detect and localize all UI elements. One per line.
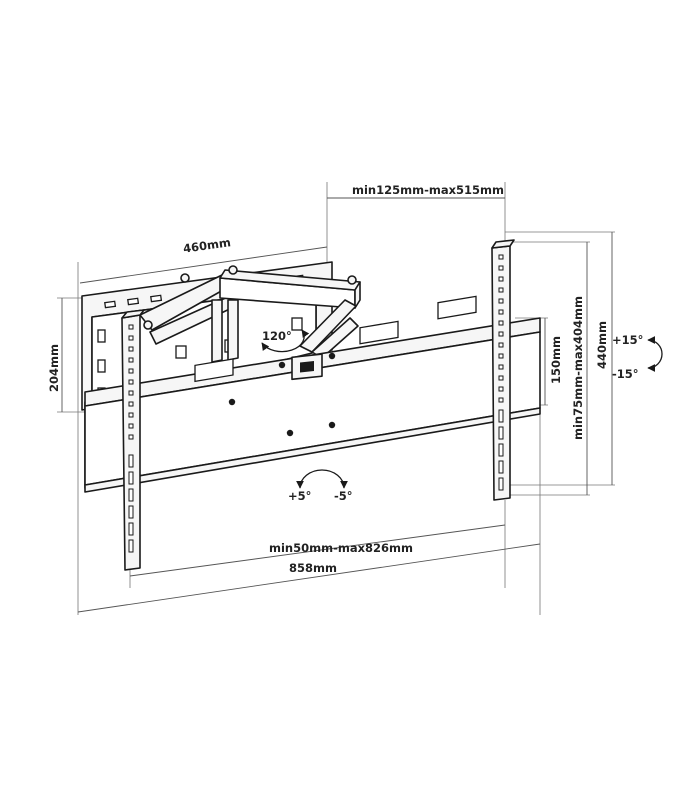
tilt-down-label: -15° bbox=[612, 367, 639, 381]
horizontal-range-label: min50mm-max826mm bbox=[269, 541, 413, 555]
bracket-slot bbox=[498, 460, 504, 474]
bracket-slot bbox=[498, 477, 504, 491]
bracket-hole bbox=[498, 342, 504, 348]
left-vertical-bracket bbox=[121, 309, 145, 571]
bracket-hole bbox=[128, 379, 134, 385]
tilt-up-label: +15° bbox=[612, 333, 643, 347]
bracket-hole bbox=[128, 335, 134, 341]
bracket-height-range-label: min75mm-max404mm bbox=[571, 296, 585, 440]
bracket-hole bbox=[128, 401, 134, 407]
overall-width-label: 858mm bbox=[289, 561, 337, 575]
bracket-slot bbox=[128, 471, 134, 485]
bracket-hole bbox=[498, 386, 504, 392]
bracket-slot bbox=[498, 409, 504, 423]
bracket-slot bbox=[128, 488, 134, 502]
bracket-hole bbox=[498, 331, 504, 337]
bracket-hole bbox=[498, 320, 504, 326]
right-vertical-bracket bbox=[491, 239, 515, 501]
rotate-negative-label: -5° bbox=[334, 489, 353, 503]
wall-plate-height-label: 204mm bbox=[47, 344, 61, 392]
horizontal-rail bbox=[84, 295, 541, 493]
bracket-hole bbox=[498, 254, 504, 260]
bracket-hole bbox=[128, 357, 134, 363]
extension-range-label: min125mm-max515mm bbox=[352, 183, 504, 197]
rotate-positive-label: +5° bbox=[288, 489, 311, 503]
bracket-holes bbox=[128, 254, 504, 553]
bracket-hole bbox=[128, 434, 134, 440]
rotation-indicator bbox=[296, 469, 348, 489]
articulating-arms bbox=[139, 265, 361, 372]
bracket-slot bbox=[128, 522, 134, 536]
wall-plate-width-label: 460mm bbox=[182, 235, 231, 256]
bracket-hole bbox=[498, 265, 504, 271]
bracket-hole bbox=[498, 364, 504, 370]
bracket-hole bbox=[128, 412, 134, 418]
bracket-hole bbox=[498, 353, 504, 359]
bracket-hole bbox=[128, 423, 134, 429]
swivel-angle-label: 120° bbox=[262, 329, 292, 343]
bracket-slot bbox=[498, 426, 504, 440]
bracket-slot bbox=[128, 539, 134, 553]
swivel-indicator bbox=[261, 329, 310, 353]
bracket-hole bbox=[128, 368, 134, 374]
bracket-hole bbox=[498, 287, 504, 293]
bracket-hole bbox=[128, 390, 134, 396]
bracket-height-label: 440mm bbox=[595, 321, 609, 369]
vesa-vertical-label: 150mm bbox=[549, 336, 563, 384]
dimension-lines bbox=[61, 197, 613, 613]
bracket-hole bbox=[498, 375, 504, 381]
bracket-hole bbox=[128, 346, 134, 352]
bracket-hole bbox=[498, 397, 504, 403]
bracket-hole bbox=[128, 324, 134, 330]
tilt-indicator bbox=[647, 336, 663, 372]
bracket-slot bbox=[128, 454, 134, 468]
bracket-slot bbox=[128, 505, 134, 519]
bracket-hole bbox=[498, 298, 504, 304]
bracket-slot bbox=[498, 443, 504, 457]
bracket-hole bbox=[498, 309, 504, 315]
bracket-hole bbox=[498, 276, 504, 282]
